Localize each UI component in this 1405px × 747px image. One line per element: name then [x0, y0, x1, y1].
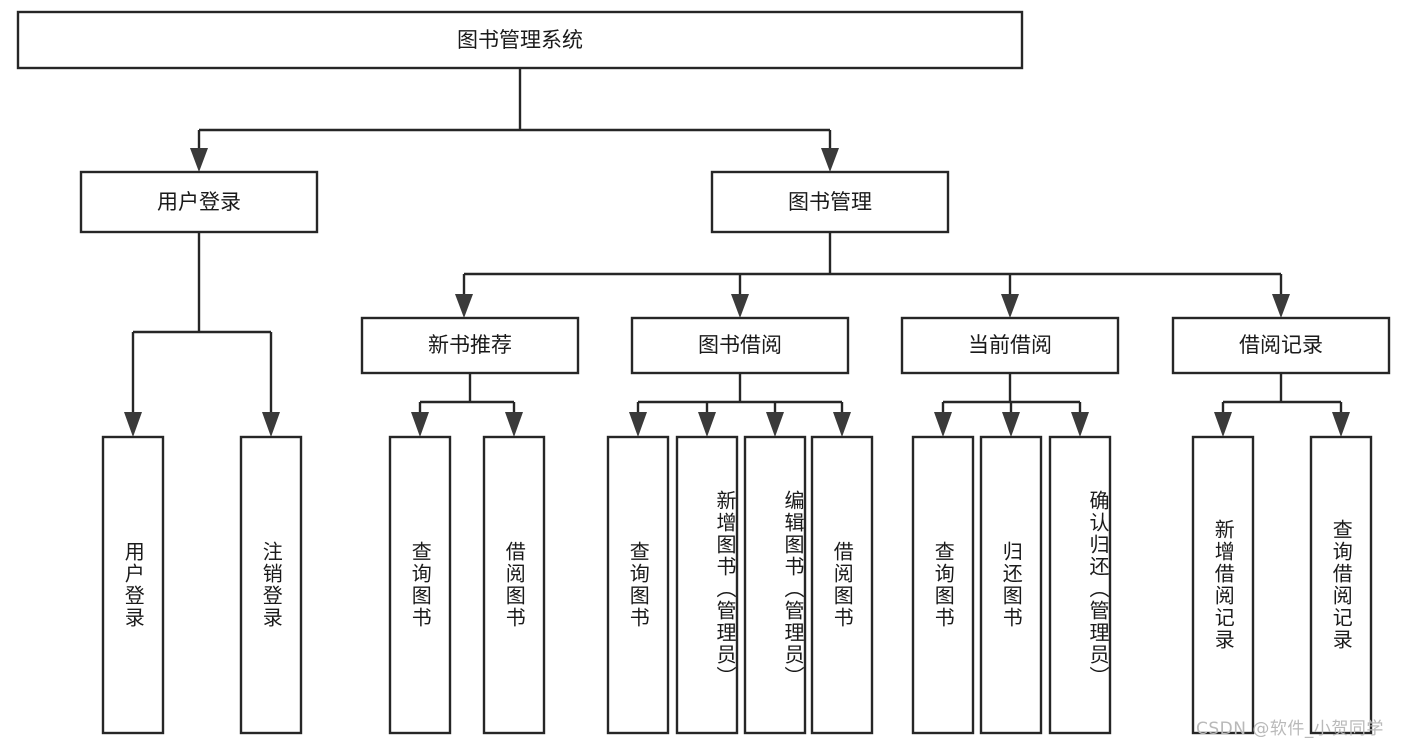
node-borrow-record-box[interactable] [1171, 316, 1391, 375]
arrow-head-leaf-confirm-return [1071, 412, 1089, 437]
node-book-management-label: 图书管理 [788, 190, 872, 214]
node-root-box[interactable] [16, 10, 1024, 70]
node-new-book-recommend[interactable]: 新书推荐 [360, 316, 580, 375]
connector-userlogin-to-leaves [124, 232, 280, 437]
arrow-head-book-manage [821, 148, 839, 172]
arrow-head-book-borrow [731, 294, 749, 318]
node-current-borrow-box[interactable] [900, 316, 1120, 375]
arrow-head-current-borrow [1001, 294, 1019, 318]
arrow-head-leaf-query-book-b [629, 412, 647, 437]
node-root-label: 图书管理系统 [457, 28, 583, 52]
arrow-head-new-book-rec [455, 294, 473, 318]
leaf-boxes [101, 435, 1373, 735]
leaf-box-return-book[interactable] [979, 435, 1043, 735]
leaf-box-confirm-return[interactable] [1048, 435, 1112, 735]
leaf-box-query-record[interactable] [1309, 435, 1373, 735]
connector-bookborrow-to-leaves [629, 373, 851, 437]
connector-currentborrow-to-leaves [934, 373, 1089, 437]
node-book-borrow[interactable]: 图书借阅 [630, 316, 850, 375]
leaf-box-query-book-b[interactable] [606, 435, 670, 735]
node-book-management[interactable]: 图书管理 [710, 170, 950, 234]
node-borrow-record-label: 借阅记录 [1239, 333, 1323, 357]
leaf-box-logout[interactable] [239, 435, 303, 735]
node-book-borrow-label: 图书借阅 [698, 333, 782, 357]
leaf-box-query-book-a[interactable] [388, 435, 452, 735]
arrow-head-borrow-record [1272, 294, 1290, 318]
leaf-box-add-book[interactable] [675, 435, 739, 735]
arrow-head-leaf-return-book [1002, 412, 1020, 437]
node-borrow-record[interactable]: 借阅记录 [1171, 316, 1391, 375]
leaf-box-query-book-c[interactable] [911, 435, 975, 735]
arrow-head-leaf-query-book-c [934, 412, 952, 437]
connector-root-to-level2 [190, 68, 839, 172]
arrow-head-leaf-user-login [124, 412, 142, 437]
leaf-box-add-record[interactable] [1191, 435, 1255, 735]
leaf-box-user-login[interactable] [101, 435, 165, 735]
arrow-head-leaf-query-book-a [411, 412, 429, 437]
node-current-borrow[interactable]: 当前借阅 [900, 316, 1120, 375]
node-new-book-recommend-box[interactable] [360, 316, 580, 375]
arrow-head-leaf-add-book [698, 412, 716, 437]
connector-newbook-to-leaves [411, 373, 523, 437]
node-new-book-recommend-label: 新书推荐 [428, 333, 512, 357]
leaf-box-borrow-book-b[interactable] [810, 435, 874, 735]
connector-bookmanage-to-level3 [455, 232, 1290, 318]
node-book-management-box[interactable] [710, 170, 950, 234]
arrow-head-leaf-edit-book [766, 412, 784, 437]
arrow-head-leaf-borrow-book-a [505, 412, 523, 437]
leaf-box-edit-book[interactable] [743, 435, 807, 735]
node-user-login-box[interactable] [79, 170, 319, 234]
arrow-head-leaf-query-record [1332, 412, 1350, 437]
arrow-head-user-login [190, 148, 208, 172]
arrow-head-leaf-borrow-book-b [833, 412, 851, 437]
node-root[interactable]: 图书管理系统 [16, 10, 1024, 70]
node-user-login-label: 用户登录 [157, 190, 241, 214]
connector-borrowrecord-to-leaves [1214, 373, 1350, 437]
node-current-borrow-label: 当前借阅 [968, 333, 1052, 357]
node-book-borrow-box[interactable] [630, 316, 850, 375]
leaf-box-borrow-book-a[interactable] [482, 435, 546, 735]
node-user-login[interactable]: 用户登录 [79, 170, 319, 234]
csdn-watermark: CSDN @软件_小贺同学 [1196, 719, 1384, 739]
arrow-head-leaf-add-record [1214, 412, 1232, 437]
arrow-head-leaf-logout [262, 412, 280, 437]
